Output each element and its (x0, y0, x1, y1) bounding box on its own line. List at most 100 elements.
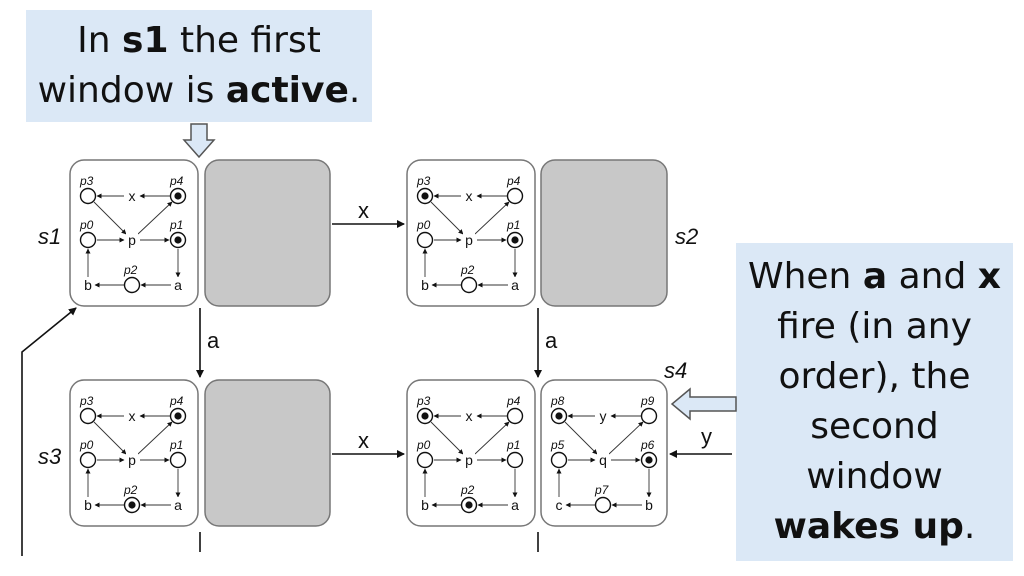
token-dot (421, 412, 429, 420)
state-label-s2: s2 (675, 224, 698, 249)
transition-bg (126, 408, 138, 424)
place-label: p3 (79, 394, 94, 408)
place-label: p7 (594, 483, 610, 497)
callout-text: the first (168, 20, 321, 61)
loop-arrow (21, 307, 77, 556)
left-block-arrow-icon (670, 387, 737, 421)
state-label-s4: s4 (664, 358, 687, 383)
transition-label: x (129, 408, 136, 424)
token-dot (555, 412, 563, 420)
callout-bold: x (977, 256, 1001, 297)
place-label: p1 (169, 218, 183, 232)
arc (608, 421, 644, 455)
callout-text: window is (37, 70, 226, 111)
place-circle (169, 451, 187, 469)
transition-label: b (421, 497, 429, 513)
place-circle (506, 407, 524, 425)
token-dot (174, 412, 182, 420)
arc (93, 421, 127, 455)
arc (564, 421, 598, 455)
callout-text: and (887, 256, 978, 297)
place-label: p3 (79, 174, 94, 188)
callout-top: In s1 the first window is active. (26, 10, 372, 122)
transition-bg (82, 277, 94, 293)
transition-bg (463, 232, 475, 248)
place-circle (640, 407, 658, 425)
transition-label: b (84, 497, 92, 513)
arc (137, 201, 173, 235)
transition-label: x (466, 408, 473, 424)
transition-bg (463, 188, 475, 204)
place-label: p8 (550, 394, 565, 408)
transition-label: b (645, 497, 653, 513)
arc (474, 201, 510, 235)
transition-bg (643, 497, 655, 513)
arc (137, 421, 173, 455)
token-dot (174, 236, 182, 244)
transition-label: x (129, 188, 136, 204)
transition-label-a: a (207, 328, 220, 353)
place-label: p5 (550, 438, 565, 452)
callout-text: When (748, 256, 863, 297)
transition-label-x: x (358, 198, 369, 223)
transition-label: c (556, 497, 563, 513)
place-label: p1 (506, 218, 520, 232)
transition-bg (419, 497, 431, 513)
transition-bg (597, 452, 609, 468)
transition-label: p (465, 452, 473, 468)
callout-right: When a and x fire (in any order), the se… (736, 243, 1013, 561)
transition-bg (172, 497, 184, 513)
place-circle (416, 231, 434, 249)
callout-bold: wakes up (773, 506, 964, 547)
place-label: p9 (640, 394, 655, 408)
transition-label: b (421, 277, 429, 293)
token-dot (511, 236, 519, 244)
place-circle (550, 451, 568, 469)
transition-bg (82, 497, 94, 513)
place-label: p0 (79, 218, 94, 232)
transition-bg (419, 277, 431, 293)
token-dot (645, 456, 653, 464)
transition-label-y: y (701, 424, 712, 449)
inactive-window (540, 159, 668, 307)
arc (474, 421, 510, 455)
transition-label: x (466, 188, 473, 204)
callout-text: window (806, 456, 943, 497)
transition-label: q (599, 452, 607, 468)
place-circle (416, 451, 434, 469)
transition-bg (126, 232, 138, 248)
place-label: p4 (506, 174, 521, 188)
token-dot (421, 192, 429, 200)
transition-label-x: x (358, 428, 369, 453)
inactive-window (204, 379, 331, 527)
place-label: p0 (416, 438, 431, 452)
arc (93, 201, 127, 235)
transition-bg (509, 497, 521, 513)
callout-text: . (348, 70, 361, 111)
transition-bg (553, 497, 565, 513)
down-block-arrow-icon (182, 123, 216, 159)
transition-label: a (511, 497, 519, 513)
place-circle (506, 187, 524, 205)
token-dot (128, 501, 136, 509)
state-label-s1: s1 (38, 224, 61, 249)
place-circle (79, 451, 97, 469)
transition-bg (172, 277, 184, 293)
place-label: p1 (169, 438, 183, 452)
place-circle (594, 496, 612, 514)
transition-bg (463, 408, 475, 424)
place-circle (79, 407, 97, 425)
callout-text: In (77, 20, 123, 61)
transition-label: p (128, 452, 136, 468)
callout-text: fire (in any (777, 306, 972, 347)
place-label: p4 (169, 174, 184, 188)
place-circle (460, 276, 478, 294)
transition-bg (126, 188, 138, 204)
place-circle (79, 187, 97, 205)
transition-label: a (174, 497, 182, 513)
